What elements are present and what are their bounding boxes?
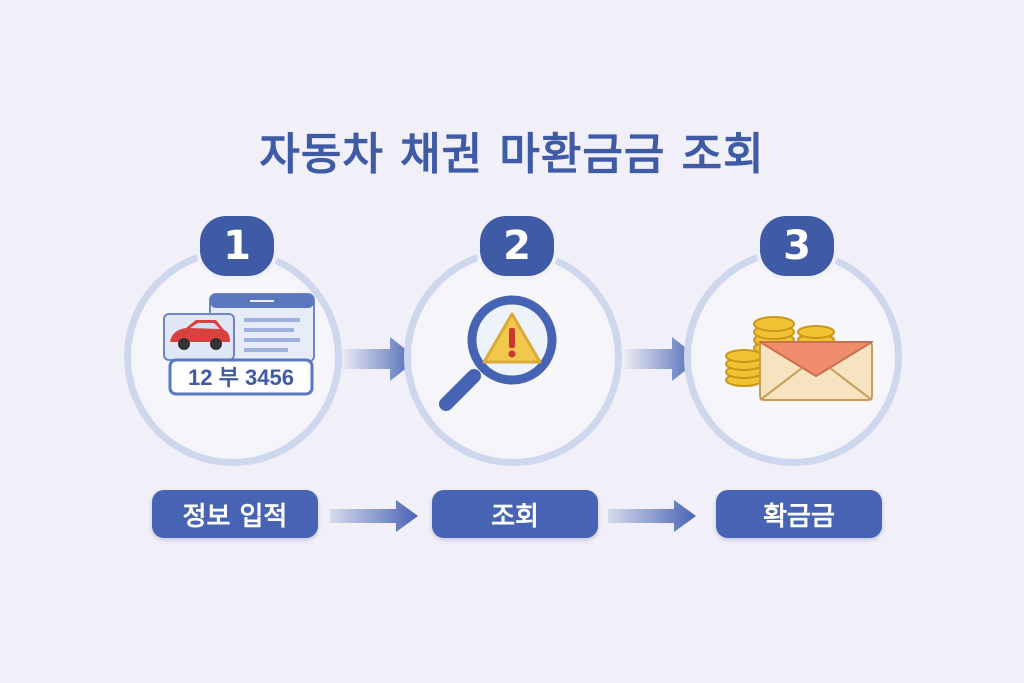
step-1-label: 정보 입적 bbox=[152, 490, 318, 538]
magnifier-warning-icon bbox=[439, 295, 557, 411]
coins-envelope-icon bbox=[725, 316, 873, 401]
step-3-badge: 3 bbox=[756, 212, 838, 280]
car-registration-icon: 12 부 3456 bbox=[163, 293, 315, 396]
arrow-right-icon bbox=[330, 500, 418, 532]
step-2-badge: 2 bbox=[476, 212, 558, 280]
arrow-right-icon bbox=[340, 337, 418, 381]
step-2-label: 조회 bbox=[432, 490, 598, 538]
arrow-right-icon bbox=[622, 337, 700, 381]
license-plate-number: 12 부 3456 bbox=[188, 365, 294, 390]
step-3-label: 확금금 bbox=[716, 490, 882, 538]
step-1-badge: 1 bbox=[196, 212, 278, 280]
arrow-right-icon bbox=[608, 500, 696, 532]
page-title: 자동차 채권 마환금금 조회 bbox=[259, 129, 765, 180]
